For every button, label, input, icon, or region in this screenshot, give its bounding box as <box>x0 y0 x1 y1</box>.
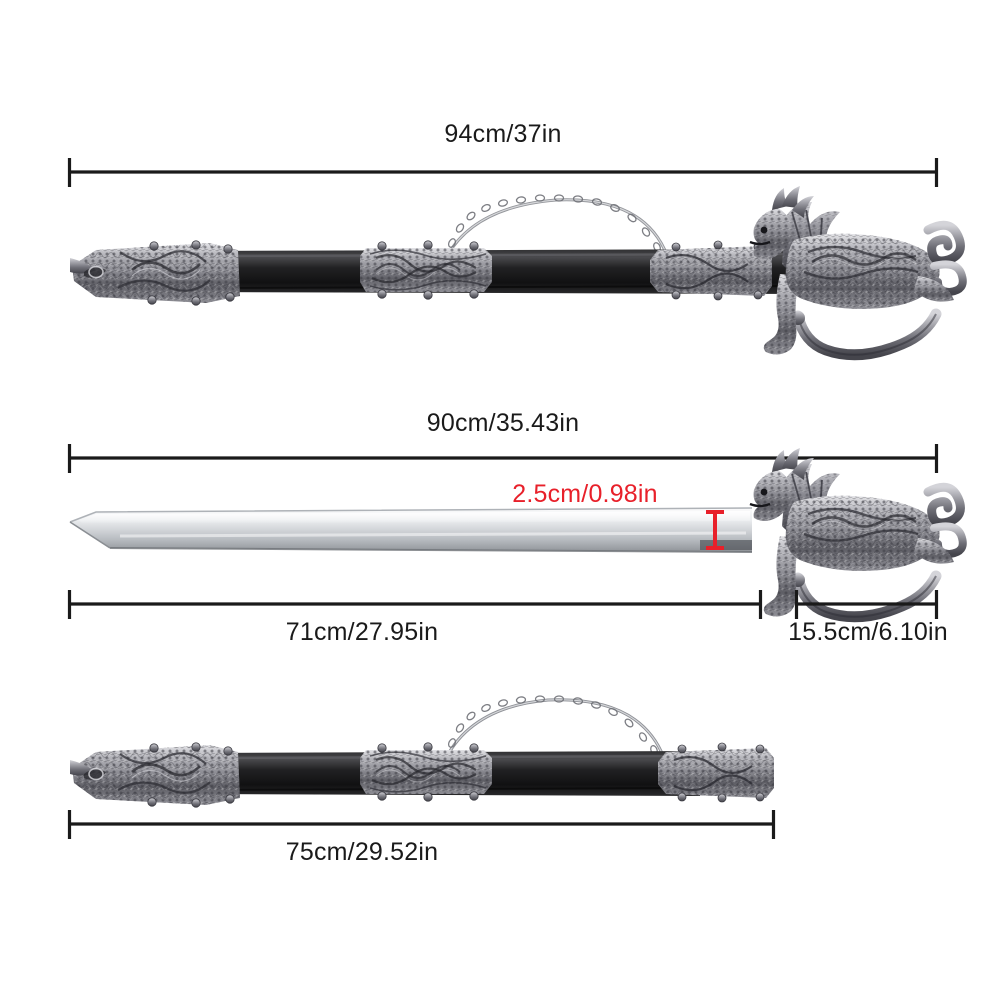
label-blade-length: 71cm/27.95in <box>285 618 439 646</box>
blade-width-marker <box>706 510 724 550</box>
sheathed-sword-illustration <box>67 158 967 361</box>
label-blade-width: 2.5cm/0.98in <box>512 480 658 508</box>
scabbard-chape-top <box>70 240 240 306</box>
dimension-line-71cm <box>67 590 763 619</box>
scabbard-throat-top <box>650 240 772 301</box>
label-scabbard-length: 75cm/29.52in <box>285 838 439 866</box>
dragon-hilt-top <box>749 186 967 361</box>
label-hilt-length: 15.5cm/6.10in <box>788 618 948 646</box>
steel-blade <box>69 507 753 553</box>
bare-sword-illustration <box>67 444 967 623</box>
scabbard-only-illustration <box>67 695 776 839</box>
scabbard-middle-band-bottom <box>359 742 493 802</box>
scabbard-middle-band-top <box>359 240 493 300</box>
dragon-hilt-middle <box>749 448 967 623</box>
dimension-line-15-5cm <box>794 590 939 619</box>
scabbard-chape-bottom <box>70 742 240 808</box>
hanging-chain-bottom <box>442 695 666 763</box>
scabbard-throat-bottom <box>658 742 774 803</box>
dimension-line-94cm <box>67 158 939 187</box>
label-overall-sword-length: 90cm/35.43in <box>426 409 580 437</box>
label-overall-sheathed-length: 94cm/37in <box>444 120 562 148</box>
dimension-line-75cm <box>67 810 776 839</box>
